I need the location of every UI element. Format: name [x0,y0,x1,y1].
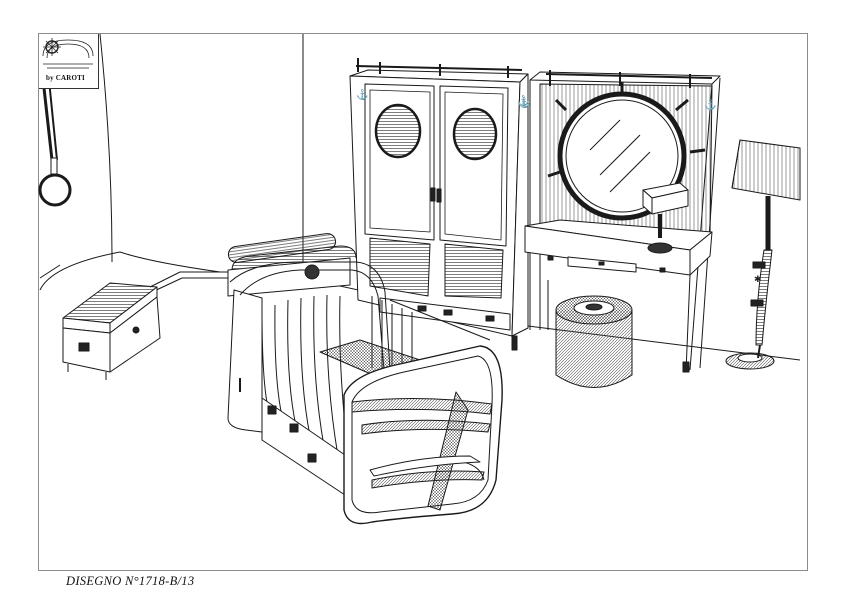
crib [227,233,503,525]
vanity-table: ⚓ ⚓ [517,70,721,373]
wardrobe: ⚓ ⚓ [349,58,530,351]
brand-logo: by CAROTI [39,34,99,89]
floor-lamp: ✱ [725,139,801,370]
ship-wheel-seal-icon [42,38,94,69]
svg-text:⚓: ⚓ [517,94,529,107]
toy-chest [62,282,161,380]
svg-text:✱: ✱ [754,274,762,284]
rope-basket [555,295,633,388]
wall-pipe [149,271,235,294]
drawing-number: DISEGNO N°1718-B/13 [66,574,195,588]
svg-text:⚓: ⚓ [356,88,368,101]
wall-ring [38,69,72,207]
logo-caption: by CAROTI [46,74,85,82]
svg-text:⚓: ⚓ [518,96,530,109]
svg-text:⚓: ⚓ [704,98,716,111]
